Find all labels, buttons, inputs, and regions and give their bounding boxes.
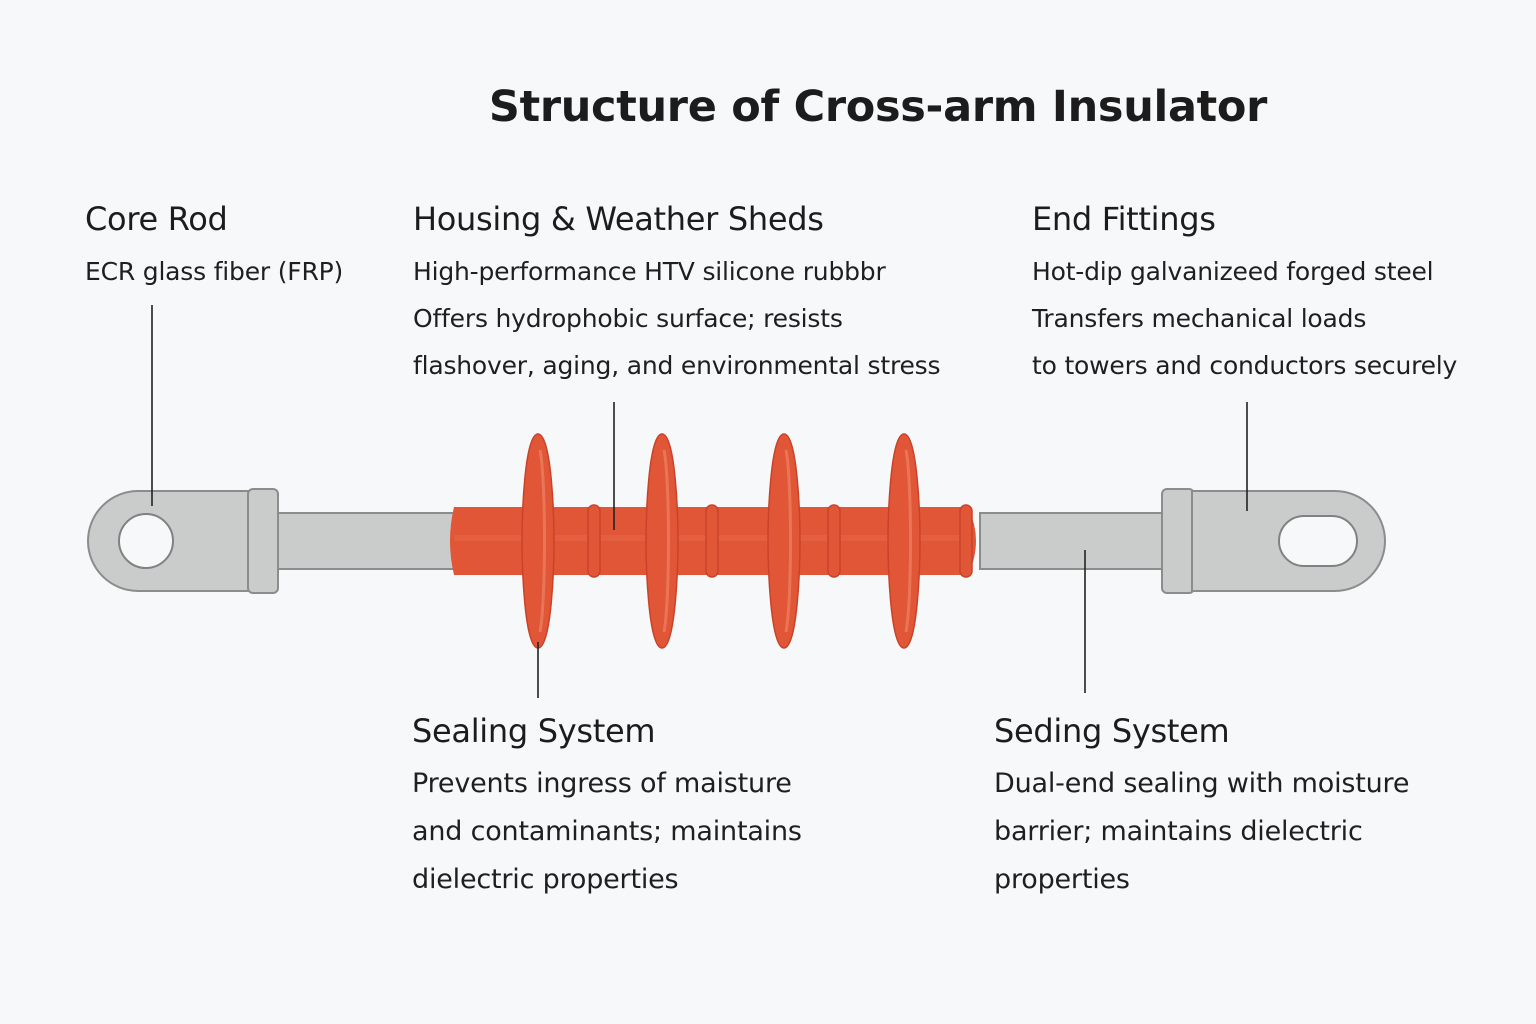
- core-rod-left: [277, 512, 455, 570]
- sealing-left-line-3: dielectric properties: [412, 864, 679, 895]
- sealing-left-line-2: and contaminants; maintains: [412, 816, 802, 847]
- housing-heading: Housing & Weather Sheds: [413, 200, 824, 238]
- sealing-right-line-1: Dual-end sealing with moisture: [994, 768, 1410, 799]
- end-fittings-line-2: Transfers mechanical loads: [1032, 304, 1367, 333]
- page-title: Structure of Cross-arm Insulator: [488, 82, 1268, 132]
- core-rod-heading: Core Rod: [85, 200, 228, 238]
- housing-line-3: flashover, aging, and environmental stre…: [413, 351, 941, 380]
- sealing-left-label: Sealing System Prevents ingress of maist…: [412, 712, 802, 904]
- housing-line-1: High-performance HTV silicone rubbbr: [413, 257, 886, 286]
- housing-label: Housing & Weather Sheds High-performance…: [413, 200, 941, 389]
- end-fittings-label: End Fittings Hot-dip galvanizeed forged …: [1032, 200, 1457, 389]
- end-fittings-line-3: to towers and conductors securely: [1032, 351, 1458, 380]
- sealing-left-heading: Sealing System: [412, 712, 656, 750]
- leader-lines: [151, 305, 1248, 698]
- silicone-housing: [450, 433, 976, 649]
- left-end-fitting: [87, 488, 279, 594]
- sealing-right-line-2: barrier; maintains dielectric: [994, 816, 1363, 847]
- sealing-right-label: Seding System Dual-end sealing with mois…: [994, 712, 1409, 904]
- sealing-left-line-1: Prevents ingress of maisture: [412, 768, 792, 799]
- sealing-right-heading: Seding System: [994, 712, 1230, 750]
- sealing-right-line-3: properties: [994, 864, 1130, 895]
- core-rod-line-1: ECR glass fiber (FRP): [85, 257, 344, 286]
- end-fittings-heading: End Fittings: [1032, 200, 1216, 238]
- end-fittings-line-1: Hot-dip galvanizeed forged steel: [1032, 257, 1434, 286]
- right-end-fitting: [1161, 488, 1386, 594]
- housing-line-2: Offers hydrophobic surface; resists: [413, 304, 843, 333]
- core-rod-right: [979, 512, 1167, 570]
- core-rod-label: Core Rod ECR glass fiber (FRP): [85, 200, 343, 295]
